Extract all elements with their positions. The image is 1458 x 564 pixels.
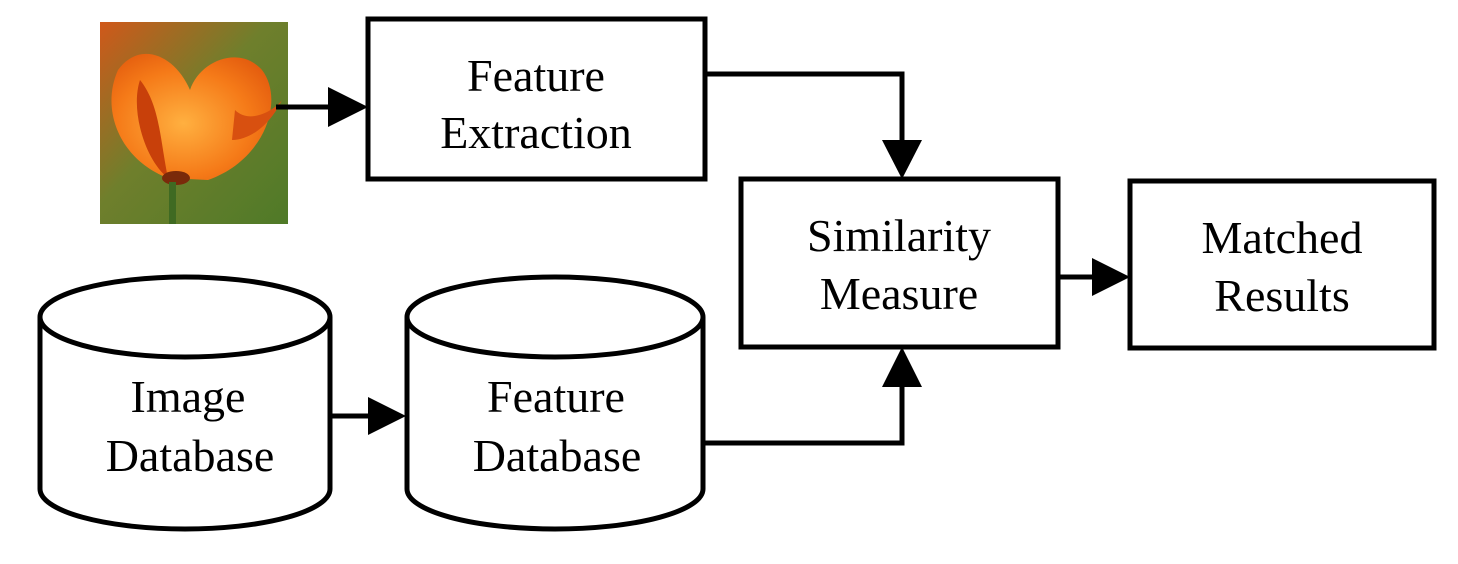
arrow-imagedb-to-featuredb (330, 397, 406, 435)
arrow-similarity-to-results (1058, 258, 1130, 296)
matched-results-line2: Results (1214, 270, 1349, 321)
feature-extraction-box: Feature Extraction (365, 16, 708, 182)
feature-database-cylinder: Feature Database (404, 274, 706, 532)
flower-icon (111, 53, 282, 224)
similarity-measure-line1: Similarity (807, 210, 991, 261)
similarity-measure-line2: Measure (820, 268, 978, 319)
feature-database-line2: Database (473, 430, 642, 481)
similarity-measure-box: Similarity Measure (738, 176, 1061, 350)
matched-results-line1: Matched (1202, 212, 1363, 263)
image-database-cylinder: Image Database (37, 274, 333, 532)
image-database-line2: Database (106, 430, 275, 481)
feature-extraction-line1: Feature (467, 50, 605, 101)
query-image (100, 22, 288, 224)
feature-extraction-line2: Extraction (440, 107, 632, 158)
arrow-image-to-extraction (276, 87, 368, 127)
image-database-line1: Image (131, 371, 246, 422)
arrow-extraction-to-similarity (705, 71, 922, 179)
feature-database-line1: Feature (487, 371, 625, 422)
matched-results-box: Matched Results (1127, 178, 1437, 351)
arrow-featuredb-to-similarity (703, 347, 922, 446)
